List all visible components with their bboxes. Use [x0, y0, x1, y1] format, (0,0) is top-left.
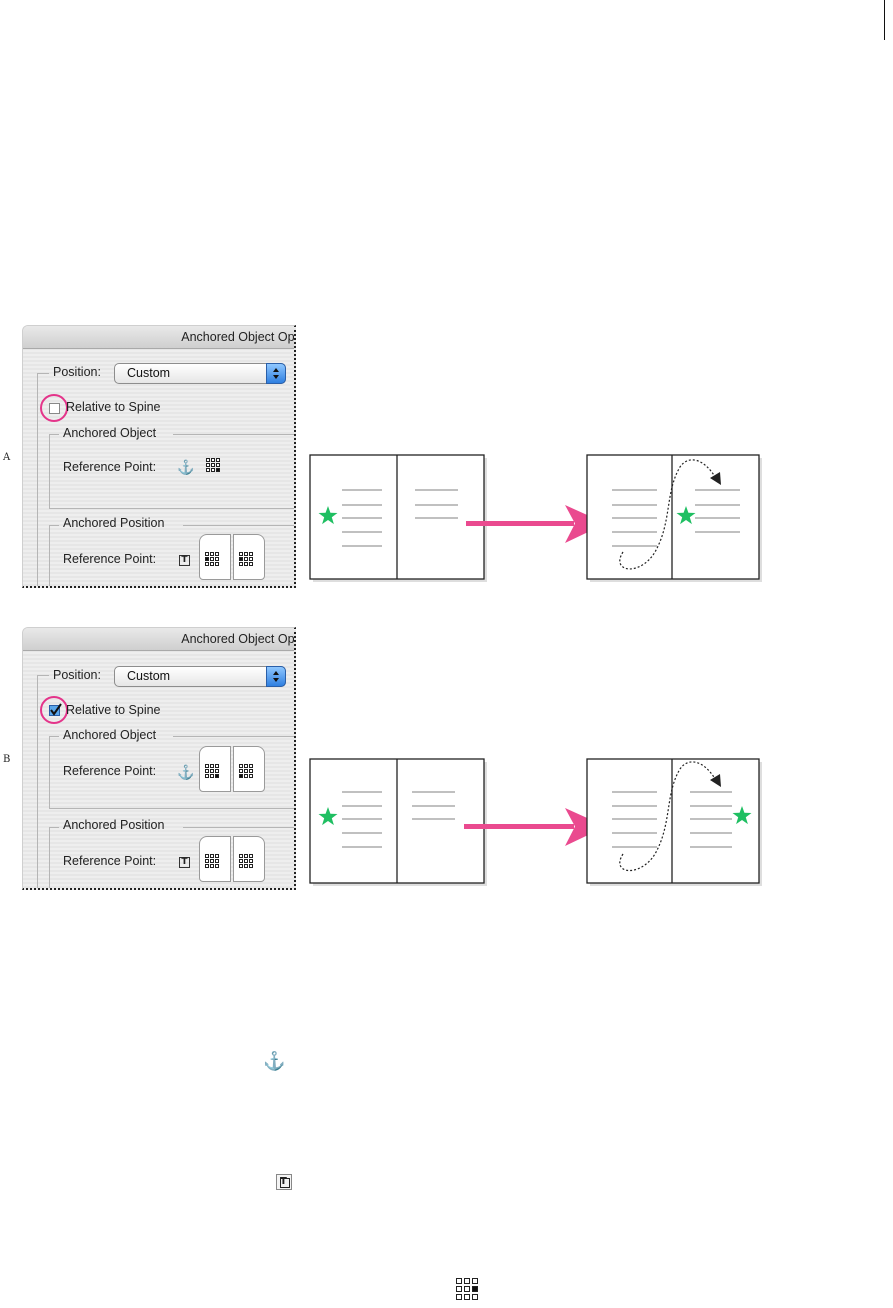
- popup-arrows-icon: [266, 666, 286, 687]
- anchored-position-header: Anchored Position: [63, 516, 165, 530]
- anchored-object-header: Anchored Object: [63, 728, 157, 742]
- anchored-position-reference-point-label: Reference Point:: [63, 552, 157, 566]
- star-icon: [318, 807, 338, 826]
- right-page-reference-grid-icon[interactable]: [239, 854, 253, 868]
- anchored-object-header: Anchored Object: [63, 426, 157, 440]
- popup-arrows-icon: [266, 363, 286, 384]
- dialog-title: Anchored Object Opt: [181, 330, 296, 344]
- right-page-reference-grid-icon[interactable]: [239, 552, 253, 566]
- position-select[interactable]: Custom: [114, 666, 286, 687]
- dialog-titlebar: Anchored Object Opt: [23, 326, 294, 349]
- anchored-position-header: Anchored Position: [63, 818, 165, 832]
- text-frame-icon: T: [179, 555, 190, 566]
- anchor-icon: ⚓: [177, 764, 195, 780]
- position-label: Position:: [53, 365, 101, 379]
- anchored-object-options-dialog-b: Anchored Object Opt Position: Custom Rel…: [22, 627, 296, 890]
- checkmark-icon: [50, 703, 62, 716]
- position-select[interactable]: Custom: [114, 363, 286, 384]
- anchor-icon: ⚓: [263, 1051, 286, 1071]
- relative-to-spine-checkbox[interactable]: [49, 403, 60, 414]
- reference-point-grid-icon[interactable]: [206, 458, 220, 472]
- relative-to-spine-label: Relative to Spine: [66, 400, 161, 414]
- dialog-title: Anchored Object Opt: [181, 632, 296, 646]
- text-frame-icon: T: [276, 1174, 292, 1190]
- star-icon: [676, 506, 696, 525]
- spread-diagram-b: [309, 758, 762, 886]
- highlight-ring: [40, 696, 68, 724]
- star-icon: [318, 506, 338, 525]
- relative-to-spine-label: Relative to Spine: [66, 703, 161, 717]
- position-label: Position:: [53, 668, 101, 682]
- panel-label-b: B: [3, 754, 11, 765]
- left-page-reference-grid-icon[interactable]: [205, 854, 219, 868]
- reference-point-grid-icon: [456, 1278, 478, 1300]
- spread-reference-proxy[interactable]: [199, 836, 266, 882]
- position-value: Custom: [127, 669, 171, 683]
- pink-arrow-icon: [464, 808, 606, 846]
- text-frame-icon: T: [179, 857, 190, 868]
- position-value: Custom: [127, 366, 171, 380]
- anchored-object-options-dialog-a: Anchored Object Opt Position: Custom Rel…: [22, 325, 296, 588]
- anchored-object-reference-point-label: Reference Point:: [63, 460, 157, 474]
- page-corner-mark: [884, 0, 885, 40]
- star-icon: [732, 806, 752, 825]
- anchor-icon: ⚓: [177, 459, 195, 475]
- left-page-reference-grid-icon[interactable]: [205, 552, 219, 566]
- dialog-titlebar: Anchored Object Opt: [23, 628, 294, 651]
- panel-label-a: A: [3, 452, 11, 463]
- left-page-reference-grid-icon[interactable]: [205, 764, 219, 778]
- anchored-position-reference-point-label: Reference Point:: [63, 854, 157, 868]
- anchored-object-reference-point-label: Reference Point:: [63, 764, 157, 778]
- pink-arrow-icon: [466, 505, 606, 543]
- relative-to-spine-checkbox[interactable]: [49, 703, 62, 716]
- spread-diagram-a: [309, 454, 762, 582]
- spread-reference-proxy[interactable]: [199, 534, 266, 580]
- highlight-ring: [40, 394, 68, 422]
- spread-reference-proxy[interactable]: [199, 746, 266, 792]
- right-page-reference-grid-icon[interactable]: [239, 764, 253, 778]
